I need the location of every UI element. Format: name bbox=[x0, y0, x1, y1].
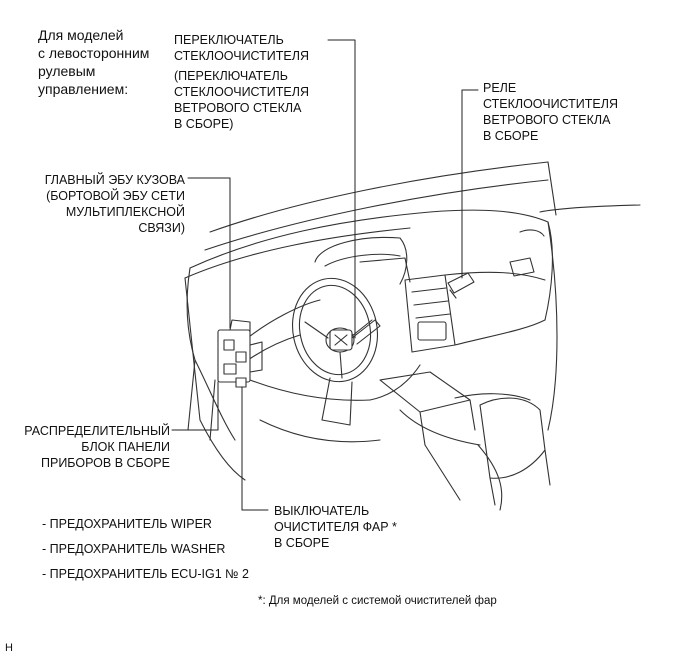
left-dash bbox=[186, 267, 196, 361]
footnote: *: Для моделей с системой очистителей фа… bbox=[258, 595, 497, 607]
list-item: - ПРЕДОХРАНИТЕЛЬ WASHER bbox=[42, 542, 226, 556]
junction-block-label: РАСПРЕДЕЛИТЕЛЬНЫЙ БЛОК ПАНЕЛИ ПРИБОРОВ В… bbox=[24, 424, 170, 470]
wiper-switch-label: ПЕРЕКЛЮЧАТЕЛЬ СТЕКЛООЧИСТИТЕЛЯ bbox=[174, 33, 309, 63]
fuse-list: - ПРЕДОХРАНИТЕЛЬ WIPER - ПРЕДОХРАНИТЕЛЬ … bbox=[42, 516, 249, 591]
dashboard-top bbox=[189, 209, 549, 269]
center-console bbox=[379, 371, 471, 413]
wiper-relay-component bbox=[447, 272, 475, 299]
figure-code: H bbox=[5, 642, 13, 654]
windshield-edge bbox=[209, 161, 549, 233]
list-item: - ПРЕДОХРАНИТЕЛЬ WIPER bbox=[42, 517, 212, 531]
lhd-intro-text: Для моделей с левосторонним рулевым упра… bbox=[38, 27, 150, 97]
junction-block-component bbox=[217, 319, 263, 383]
leader-lines bbox=[171, 39, 479, 511]
headlamp-cleaner-switch-component bbox=[235, 377, 247, 388]
list-item: - ПРЕДОХРАНИТЕЛЬ ECU-IG1 № 2 bbox=[42, 567, 249, 581]
body-ecu-label: ГЛАВНЫЙ ЭБУ КУЗОВА (БОРТОВОЙ ЭБУ СЕТИ МУ… bbox=[44, 173, 185, 235]
wiper-switch-sublabel: (ПЕРЕКЛЮЧАТЕЛЬ СТЕКЛООЧИСТИТЕЛЯ ВЕТРОВОГ… bbox=[174, 69, 309, 131]
headlamp-cleaner-switch-label: ВЫКЛЮЧАТЕЛЬ ОЧИСТИТЕЛЯ ФАР * В СБОРЕ bbox=[274, 504, 397, 550]
wiper-relay-label: РЕЛЕ СТЕКЛООЧИСТИТЕЛЯ ВЕТРОВОГО СТЕКЛА В… bbox=[483, 81, 618, 143]
wiper-switch-component bbox=[329, 319, 381, 351]
